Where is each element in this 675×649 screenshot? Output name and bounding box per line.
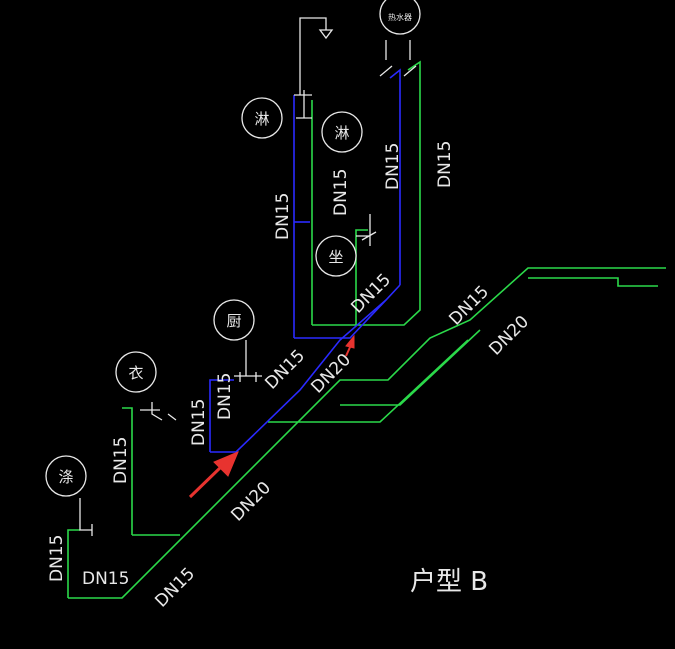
- shower-1-symbol: 淋: [241, 97, 283, 139]
- dn15-kitchen-label: DN15: [189, 399, 209, 446]
- hot-heater-riser: [389, 68, 401, 285]
- cold-kitchen-branch: [268, 339, 469, 423]
- dn15-bottom-label: DN15: [82, 569, 129, 589]
- dn15-toilet-label: DN15: [347, 270, 395, 318]
- kitchen-sink-label: 厨: [226, 312, 241, 330]
- dn15-kitchen-label-2: DN15: [215, 373, 235, 420]
- dn15-shower1-label: DN15: [273, 193, 293, 240]
- washer-valve-icon: [140, 402, 177, 421]
- shower-1-label: 淋: [254, 110, 269, 128]
- hot-water-piping: [209, 68, 401, 453]
- mop-valve-icon: [79, 498, 93, 536]
- red-arrow-large: [188, 451, 239, 499]
- dn15-heater-cold-label: DN15: [435, 141, 455, 188]
- dn20-mid-label: DN20: [307, 350, 355, 398]
- heater-valves-icon: [379, 40, 417, 77]
- washing-machine-label: 衣: [128, 364, 143, 382]
- dn15-heater-hot-label: DN15: [383, 143, 403, 190]
- vent-cap-icon: [318, 29, 334, 40]
- toilet-label: 坐: [328, 248, 343, 266]
- cold-bath-riser-2: [355, 229, 368, 325]
- toilet-valve-icon: [356, 214, 377, 246]
- water-heater-symbol: 热水器: [379, 0, 421, 35]
- cold-bath-loop: [340, 329, 481, 406]
- toilet-symbol: 坐: [315, 235, 357, 277]
- dn15-mop-label: DN15: [47, 535, 67, 582]
- annotation-lines: [79, 17, 417, 536]
- cold-washer-riser: [122, 407, 133, 535]
- dn15-diag-label: DN15: [151, 564, 199, 612]
- washing-machine-symbol: 衣: [115, 351, 157, 393]
- cold-mop-riser: [67, 529, 80, 598]
- drawing-title: 户型 B: [410, 567, 488, 597]
- shower-2-symbol: 淋: [321, 111, 363, 153]
- hot-bath-header: [294, 299, 387, 339]
- vent-stack: [299, 17, 327, 95]
- kitchen-valve-icon: [234, 340, 262, 382]
- water-heater-label: 热水器: [388, 12, 412, 22]
- shower-2-label: 淋: [334, 124, 349, 142]
- hot-main-run: [210, 284, 401, 453]
- dn15-washer-label: DN15: [111, 437, 131, 484]
- hot-kitchen-riser: [209, 379, 234, 452]
- cold-water-piping: [67, 60, 666, 599]
- kitchen-sink-symbol: 厨: [213, 299, 255, 341]
- red-arrow-small: [345, 334, 355, 357]
- mop-basin-label: 涤: [58, 468, 73, 486]
- shower1-valve-icon: [294, 90, 312, 119]
- cold-upper-branch: [528, 277, 658, 287]
- highlight-arrows: [188, 334, 355, 499]
- mop-basin-symbol: 涤: [45, 455, 87, 497]
- dn15-shower2-label: DN15: [331, 169, 351, 216]
- dn20-right-label: DN20: [485, 312, 533, 360]
- cold-heater-riser: [407, 60, 421, 280]
- cold-main-run: [68, 267, 666, 599]
- fixtures: 涤 衣 厨 淋 淋 坐 热水器: [45, 0, 421, 497]
